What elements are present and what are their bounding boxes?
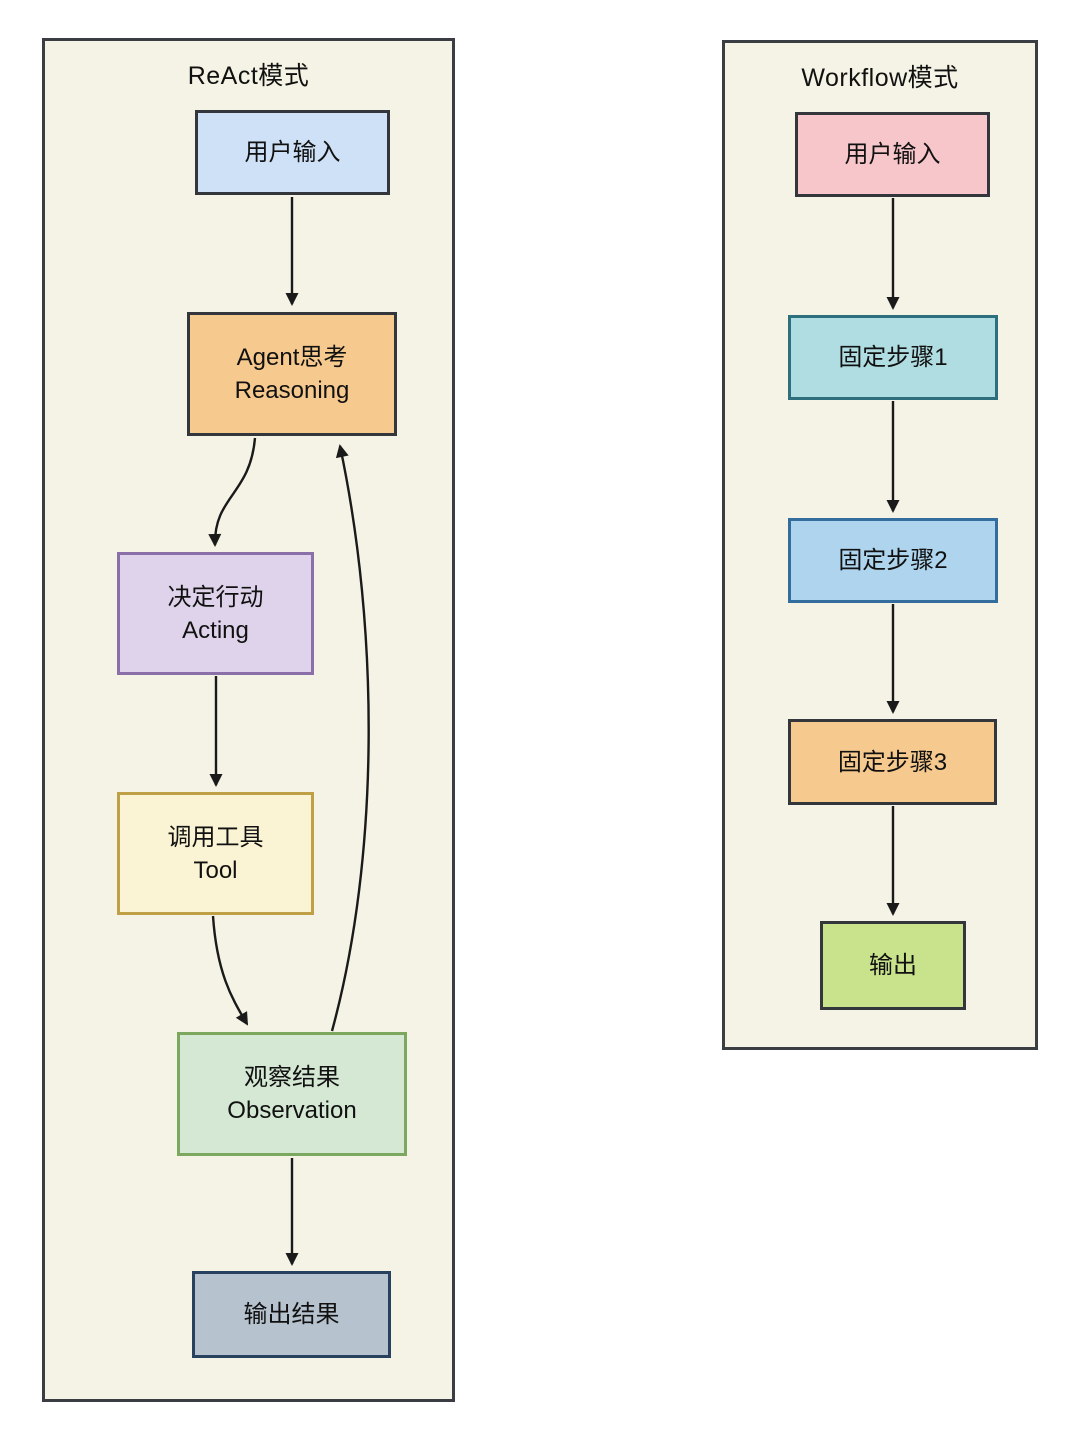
react-node-reasoning: Agent思考 Reasoning bbox=[187, 312, 397, 436]
workflow-panel: Workflow模式 用户输入 固定步骤1 固定步骤2 固定步骤3 输出 bbox=[722, 40, 1038, 1050]
workflow-node-step1: 固定步骤1 bbox=[788, 315, 998, 400]
workflow-node-step2: 固定步骤2 bbox=[788, 518, 998, 603]
workflow-node-user-input: 用户输入 bbox=[795, 112, 990, 197]
workflow-node-step3: 固定步骤3 bbox=[788, 719, 997, 805]
node-label: 决定行动 bbox=[167, 583, 264, 611]
react-node-tool: 调用工具 Tool bbox=[117, 792, 314, 915]
node-sublabel: Observation bbox=[227, 1097, 357, 1124]
react-node-user-input: 用户输入 bbox=[195, 110, 390, 195]
node-label: 固定步骤3 bbox=[837, 748, 948, 776]
node-label: 调用工具 bbox=[167, 823, 264, 851]
workflow-node-output: 输出 bbox=[820, 921, 966, 1010]
node-label: 用户输入 bbox=[844, 141, 941, 168]
node-label: 固定步骤2 bbox=[838, 547, 948, 574]
node-sublabel: Reasoning bbox=[234, 377, 350, 404]
node-label: 输出结果 bbox=[243, 1301, 340, 1328]
node-label: 输出 bbox=[869, 952, 917, 979]
node-label: Agent思考 bbox=[236, 344, 348, 371]
node-label: 观察结果 bbox=[244, 1064, 340, 1091]
node-label: 固定步骤1 bbox=[838, 344, 948, 371]
react-panel: ReAct模式 用户输入 Agent思考 Reasoning 决定行动 Acti… bbox=[42, 38, 455, 1402]
workflow-panel-title: Workflow模式 bbox=[801, 64, 959, 92]
react-node-observation: 观察结果 Observation bbox=[177, 1032, 407, 1156]
react-node-output-result: 输出结果 bbox=[192, 1271, 391, 1358]
react-panel-title: ReAct模式 bbox=[187, 62, 310, 90]
react-node-acting: 决定行动 Acting bbox=[117, 552, 314, 675]
node-sublabel: Acting bbox=[182, 616, 249, 644]
node-sublabel: Tool bbox=[193, 856, 238, 884]
node-label: 用户输入 bbox=[244, 139, 341, 166]
